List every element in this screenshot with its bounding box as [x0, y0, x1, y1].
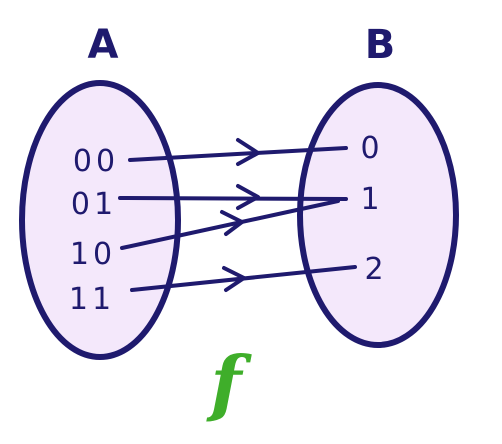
set-a-element: 10 [70, 237, 116, 272]
set-b-element: 2 [364, 252, 387, 287]
set-a-element: 00 [73, 144, 119, 179]
set-a-label: A [88, 22, 119, 68]
arrow-10-to-1 [120, 199, 340, 250]
mapping-arrows [118, 138, 357, 292]
set-b-element: 1 [360, 182, 383, 217]
set-a-element: 01 [71, 187, 117, 222]
arrow-11-to-2 [130, 265, 357, 292]
function-label: f [206, 340, 253, 425]
set-b: B 0 1 2 [297, 22, 459, 348]
set-a: A 00 01 10 11 [19, 22, 181, 360]
arrow-01-to-1 [118, 184, 348, 210]
set-a-element: 11 [69, 282, 115, 317]
arrow-00-to-0 [128, 138, 348, 166]
set-b-element: 0 [360, 131, 383, 166]
set-b-label: B [365, 22, 396, 68]
